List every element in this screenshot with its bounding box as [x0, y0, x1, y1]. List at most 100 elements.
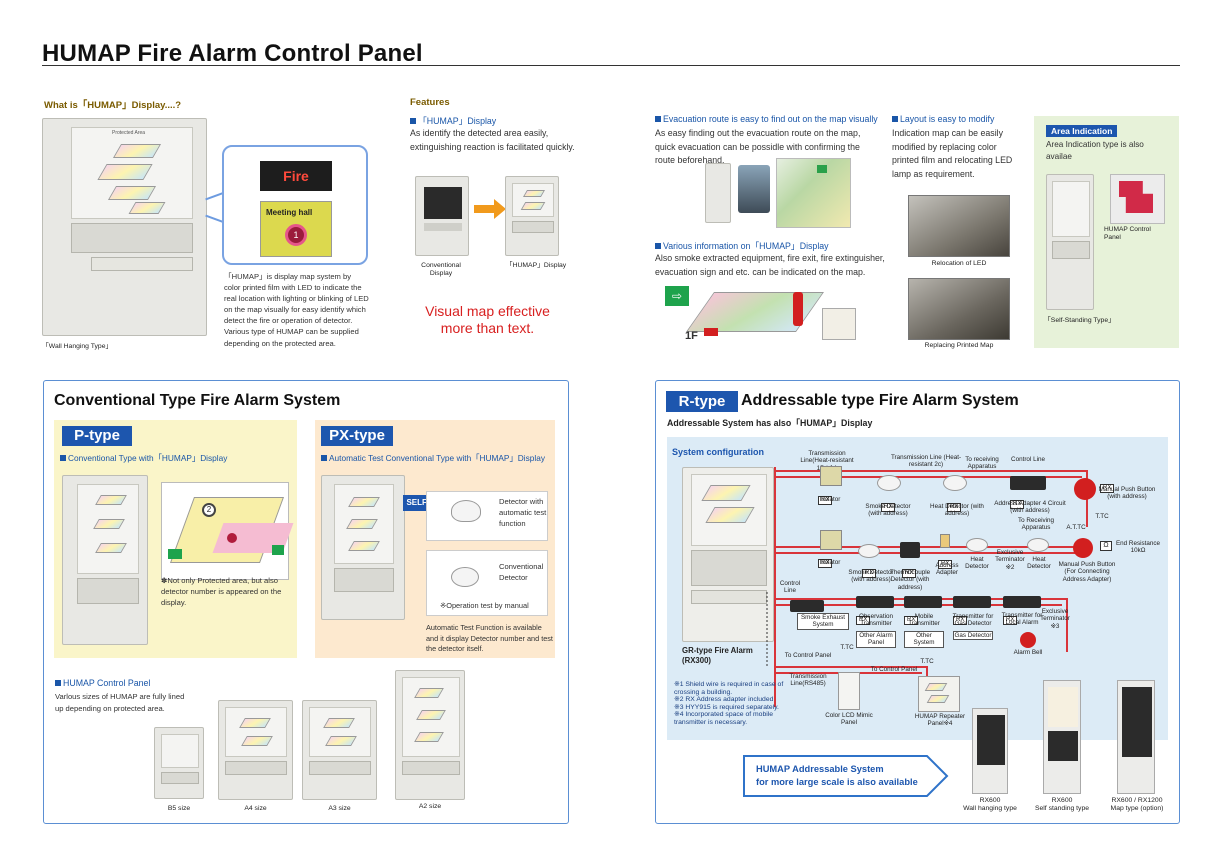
smoke-exhaust-device — [790, 600, 824, 612]
small-panel-image — [705, 163, 731, 223]
rx-badge: RX — [902, 569, 917, 578]
what-is-heading: What is「HUMAP」Display....? — [44, 100, 182, 111]
end-resistance-label: End Resistance 10kΩ — [1115, 540, 1161, 555]
exclusive-terminator-3-label: Exclusive Terminator ※3 — [1040, 608, 1070, 630]
humap-display-title: 「HUMAP」Display — [410, 114, 496, 127]
note-2: ※2 RX Address adapter included — [674, 696, 774, 704]
control-line-label: Control Line — [1011, 456, 1045, 463]
mobile-transmitter-label: Mobile Transmitter — [908, 613, 940, 628]
conventional-display-caption: Conventional Display — [421, 262, 461, 277]
gas-transmitter-label: Transmitter for Gas Detector — [952, 613, 994, 628]
person-photo — [738, 165, 770, 213]
conventional-section — [43, 380, 569, 824]
rtype-subheading: Addressable System has also「HUMAP」Displa… — [667, 418, 873, 428]
rx-badge: RX — [1010, 500, 1025, 509]
addressable-arrow — [743, 755, 949, 797]
rx-badge: RX — [1003, 616, 1018, 625]
ttc-label-3: T.TC — [920, 658, 934, 665]
to-receiving-2-label: To Receiving Apparatus — [1017, 517, 1055, 532]
system-config-title: System configuration — [672, 447, 765, 457]
meeting-hall-label: Meeting hall — [266, 208, 313, 217]
conventional-heading: Conventional Type Fire Alarm System — [54, 392, 341, 409]
extinguisher-box-image — [822, 308, 856, 340]
resistor-icon: Ω — [1100, 541, 1112, 551]
rtype-heading: Addressable type Fire Alarm System — [741, 392, 1019, 409]
p-type-note: ✽Not only Protected area, but also detec… — [161, 576, 282, 607]
px-type-badge: PX-type — [321, 426, 393, 446]
page-title: HUMAP Fire Alarm Control Panel — [42, 40, 423, 67]
to-control-panel-2-label: To Control Panel — [870, 666, 918, 673]
what-is-description: 「HUMAP」is display map system by color pr… — [224, 272, 369, 348]
detector-marker: 2 — [202, 503, 216, 517]
a4-panel — [218, 700, 293, 800]
smoke-detector-icon — [877, 475, 901, 491]
other-alarm-label: Other Alarm Panel — [859, 632, 893, 647]
heat-detector-label: Heat Detector (with address) — [930, 503, 984, 518]
exclusive-terminator-2-label: Exclusive Terminator ※2 — [995, 549, 1025, 571]
to-control-panel-1-label: To Control Panel — [784, 652, 832, 659]
gr-type-panel — [682, 467, 774, 642]
slogan: Visual map effective more than text. — [410, 303, 565, 337]
protected-area-label: Protected Area — [112, 130, 146, 136]
note-4: ※4 Incorporated space of mobile transmit… — [674, 711, 774, 726]
humap-repeater-panel — [918, 676, 960, 712]
thermocouple-device — [900, 542, 920, 558]
humap-display-caption: 「HUMAP」Display — [505, 262, 567, 269]
p-type-box: P-type Conventional Type with「HUMAP」Disp… — [54, 420, 297, 658]
px-type-subtitle: Automatic Test Conventional Type with「HU… — [321, 452, 545, 464]
fire-indicator: Fire — [260, 161, 332, 191]
a3-size-label: A3 size — [328, 805, 351, 812]
alarm-bell-label: Alarm Bell — [1013, 649, 1043, 656]
fire-hydrant-icon — [704, 328, 718, 336]
atc-label: A.T.TC — [1066, 524, 1086, 531]
layout-title: Layout is easy to modify — [892, 114, 994, 124]
meeting-hall-map: Meeting hall 1 — [260, 201, 332, 257]
rx-badge: RX — [953, 616, 968, 625]
p-type-badge: P-type — [62, 426, 132, 446]
transmission-line-2-label: Transmission Line (Heat-resistant 2c) — [890, 454, 962, 469]
model-2-name: RX600 — [1051, 797, 1073, 804]
local-alarm-transmitter-device — [1003, 596, 1041, 608]
heat-detector-2-icon — [1027, 538, 1049, 552]
a2-panel — [395, 670, 465, 800]
smoke-exhaust-label: Smoke Exhaust System — [800, 614, 846, 629]
control-line-2-label: Control Line — [779, 580, 801, 595]
a2-size-label: A2 size — [418, 803, 442, 810]
humap-display-panel — [505, 176, 559, 256]
rx-badge: RX — [862, 569, 877, 578]
address-adapter-4-device — [1010, 476, 1046, 490]
exit-sign-icon: ⇨ — [665, 286, 689, 306]
replacing-map-photo — [908, 278, 1010, 340]
rx-badge: RX — [947, 503, 962, 512]
relocation-led-photo — [908, 195, 1010, 257]
evacuation-route-image — [776, 158, 851, 228]
mobile-transmitter-device — [904, 596, 942, 608]
notes-list: ※1 Shield wire is required in case of cr… — [674, 681, 786, 727]
humap-zoom-callout: Fire Meeting hall 1 — [222, 145, 368, 265]
addressable-arrow-text: HUMAP Addressable System for more large … — [756, 763, 918, 788]
exit-sign-icon — [168, 549, 182, 559]
slogan-line-2: more than text. — [440, 320, 535, 336]
auto-test-detector-icon — [451, 500, 481, 522]
title-divider — [42, 65, 1180, 66]
model-3-type: Map type (option) — [1110, 805, 1164, 812]
area-indication-box: Area Indication Area Indication type is … — [1034, 116, 1179, 348]
gr-type-label: GR-type Fire Alarm (RX300) — [682, 646, 753, 665]
a4-size-label: A4 size — [244, 805, 267, 812]
rx-badge: RX — [818, 496, 833, 505]
area-indication-text: Area Indication type is also availae — [1046, 140, 1144, 161]
area-indication-badge: Area Indication — [1046, 125, 1118, 137]
rx-badge: RX — [904, 616, 919, 625]
r-type-badge: R-type — [666, 391, 738, 412]
rx600-standing-panel — [1043, 680, 1081, 794]
address-adapter-device — [940, 534, 950, 548]
transmission-rs485-label: Transmission Line(RS485) — [789, 673, 827, 688]
exit-sign-icon — [272, 545, 284, 555]
px-bottom-text: Automatic Test Function is available and… — [426, 623, 553, 653]
self-standing-caption: 「Self-Standing Type」 — [1044, 317, 1115, 324]
model-1-label: RX600 Wall hanging type — [955, 797, 1025, 813]
heat-detector-2-label: Heat Detector — [1027, 556, 1051, 571]
address-adapter-4-label: Address Adapter 4 Circuit (with address) — [994, 500, 1066, 515]
isolator-1-device — [820, 466, 842, 486]
isolator-2-device — [820, 530, 842, 550]
